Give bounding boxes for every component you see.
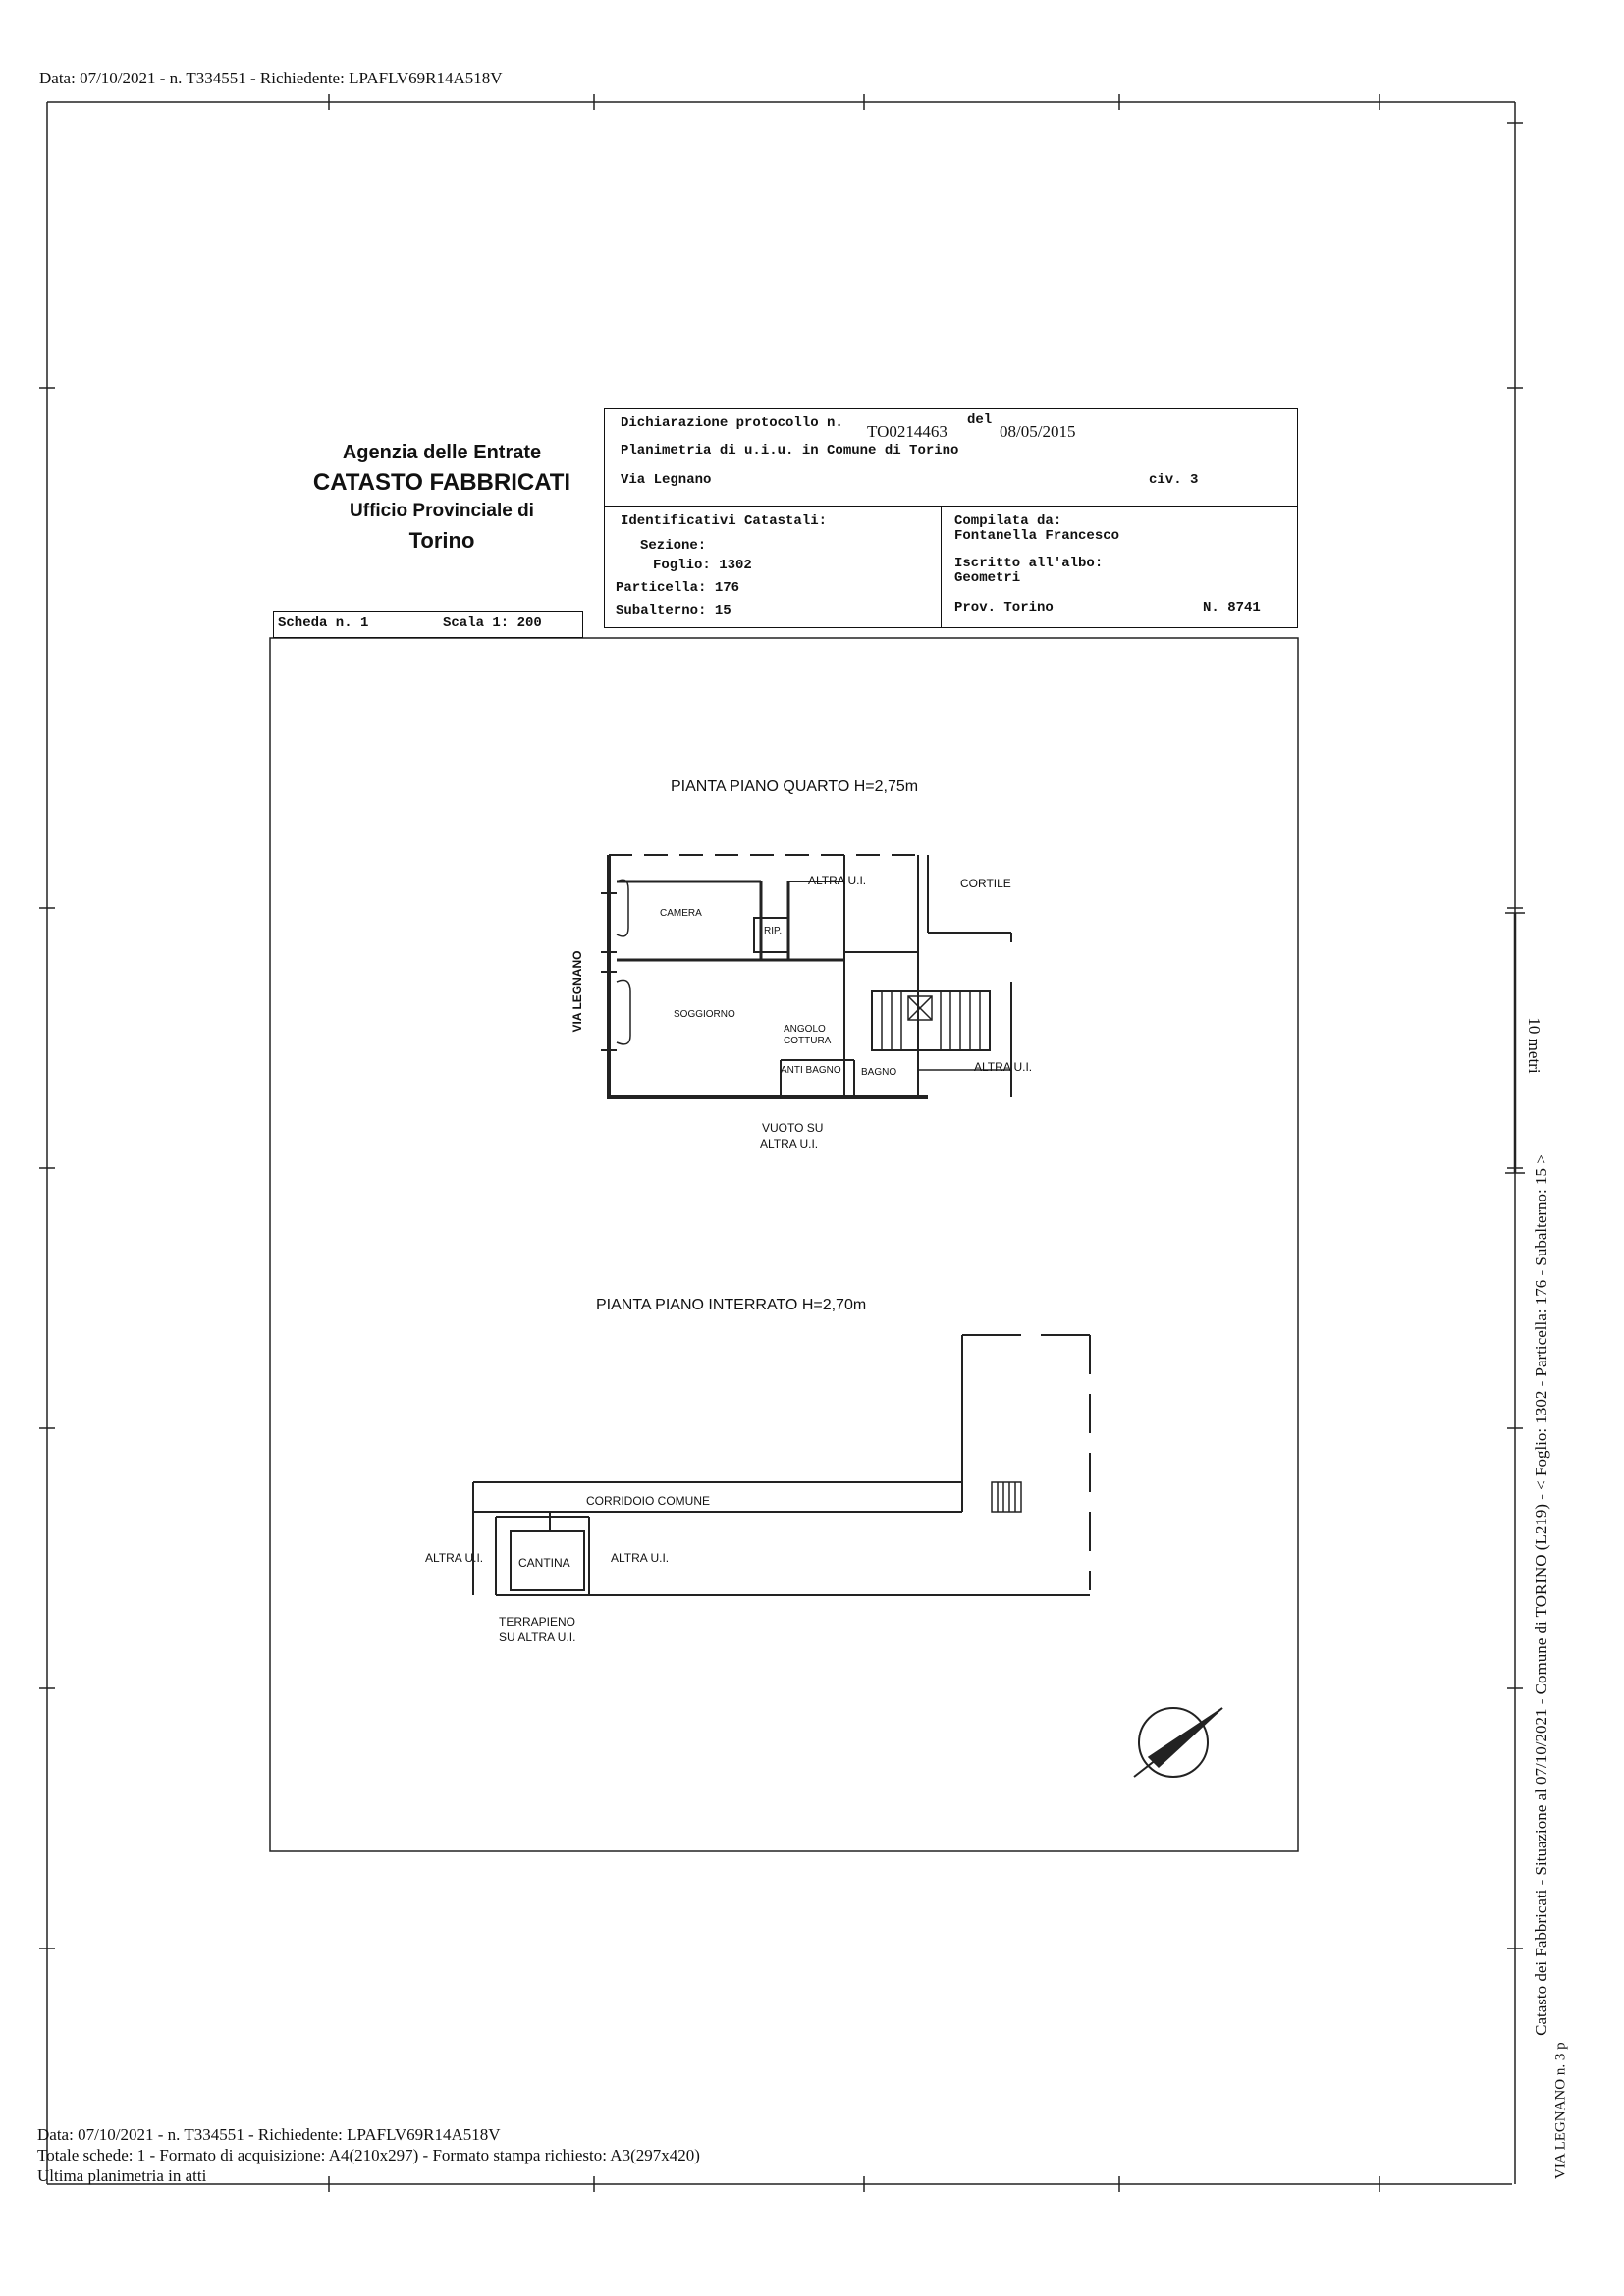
compiler-name: Fontanella Francesco xyxy=(954,528,1120,544)
footer-line2: Totale schede: 1 - Formato di acquisizio… xyxy=(37,2146,700,2164)
drawing-area-frame xyxy=(269,637,1299,1852)
compiler-number: N. 8741 xyxy=(1203,600,1261,615)
identifiers-divider xyxy=(941,507,942,628)
upper-altra-ui-right: ALTRA U.I. xyxy=(974,1060,1033,1074)
sheet-scale: Scala 1: 200 xyxy=(443,615,542,631)
foglio: Foglio: 1302 xyxy=(653,558,752,573)
compiler-title: Compilata da: xyxy=(954,513,1062,529)
planimetry-label: Planimetria di u.i.u. in Comune di Torin… xyxy=(621,443,959,458)
declaration-box xyxy=(604,408,1298,507)
upper-floor-plan xyxy=(601,854,1012,1099)
identifiers-box xyxy=(604,507,1298,628)
footer-line1: Data: 07/10/2021 - n. T334551 - Richiede… xyxy=(37,2125,501,2144)
protocol-number: TO0214463 xyxy=(867,422,947,441)
lower-floor-plan xyxy=(472,1334,1091,1596)
footer-line3: Ultima planimetria in atti xyxy=(37,2166,207,2185)
civic-number: civ. 3 xyxy=(1149,472,1199,488)
particella: Particella: 176 xyxy=(616,580,740,596)
street-side-label: VIA LEGNANO xyxy=(570,950,584,1033)
declaration-date: 08/05/2015 xyxy=(1000,422,1076,441)
sheet-number: Scheda n. 1 xyxy=(278,615,369,631)
compiler-province: Prov. Torino xyxy=(954,600,1054,615)
lower-terrapieno-line2: SU ALTRA U.I. xyxy=(499,1630,576,1644)
sheet-box xyxy=(273,611,583,638)
lower-plan-title: PIANTA PIANO INTERRATO H=2,70m xyxy=(596,1297,867,1313)
lower-altra-ui-left: ALTRA U.I. xyxy=(425,1551,484,1565)
office-name: Ufficio Provinciale di xyxy=(350,501,534,521)
room-antibagno: ANTI BAGNO xyxy=(781,1065,841,1076)
street-label: Via Legnano xyxy=(621,472,712,488)
protocol-label: Dichiarazione protocollo n. xyxy=(621,415,843,431)
upper-cortile: CORTILE xyxy=(960,877,1011,890)
del-label: del xyxy=(967,412,993,428)
side-address-cut: VIA LEGNANO n. 3 piano: 4-S1; xyxy=(1552,2042,1569,2179)
compiler-registered: Iscritto all'albo: xyxy=(954,556,1104,571)
agency-name: Agenzia delle Entrate xyxy=(342,442,542,463)
side-cadastral-info: Catasto dei Fabbricati - Situazione al 0… xyxy=(1532,1154,1550,2036)
room-soggiorno: SOGGIORNO xyxy=(674,1009,735,1020)
room-cottura: COTTURA xyxy=(784,1036,832,1046)
identifiers-title: Identificativi Catastali: xyxy=(621,513,828,529)
lower-corridoio: CORRIDOIO COMUNE xyxy=(586,1494,710,1508)
office-city: Torino xyxy=(408,528,475,553)
lower-terrapieno-line1: TERRAPIENO xyxy=(499,1615,576,1629)
room-camera: CAMERA xyxy=(660,908,702,919)
upper-vuoto-line1: VUOTO SU xyxy=(762,1121,824,1135)
room-angolo: ANGOLO xyxy=(784,1024,826,1035)
room-bagno: BAGNO xyxy=(861,1067,897,1078)
lower-cantina: CANTINA xyxy=(518,1556,570,1570)
header-info: Data: 07/10/2021 - n. T334551 - Richiede… xyxy=(39,69,503,87)
subalterno: Subalterno: 15 xyxy=(616,603,731,618)
room-rip: RIP. xyxy=(764,926,783,936)
compiler-profession: Geometri xyxy=(954,570,1021,586)
north-arrow-icon xyxy=(1133,1707,1223,1778)
upper-plan-title: PIANTA PIANO QUARTO H=2,75m xyxy=(671,778,919,795)
sezione: Sezione: xyxy=(640,538,707,554)
scale-label: 10 metri xyxy=(1525,1017,1543,1074)
upper-vuoto-line2: ALTRA U.I. xyxy=(760,1137,819,1150)
lower-altra-ui-right: ALTRA U.I. xyxy=(611,1551,670,1565)
upper-altra-ui-top: ALTRA U.I. xyxy=(808,874,867,887)
catasto-title: CATASTO FABBRICATI xyxy=(312,469,571,496)
